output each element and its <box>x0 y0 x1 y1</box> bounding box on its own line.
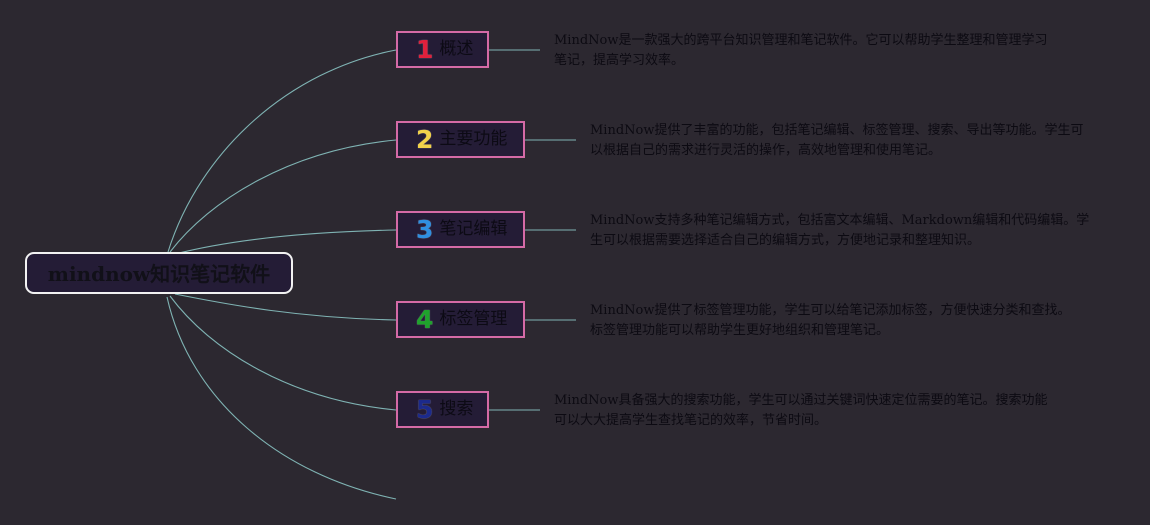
topic-description: MindNow具备强大的搜索功能，学生可以通过关键词快速定位需要的笔记。搜索功能… <box>554 393 1048 428</box>
topic-description: MindNow提供了标签管理功能，学生可以给笔记添加标签，方便快速分类和查找。标… <box>590 303 1071 338</box>
topic-label: 概述 <box>439 39 474 59</box>
number-4-icon: 4 <box>416 305 434 334</box>
number-1-icon: 1 <box>416 35 434 64</box>
topic-node-search[interactable]: 5 搜索 <box>396 391 489 428</box>
topic-description: MindNow支持多种笔记编辑方式，包括富文本编辑、Markdown编辑和代码编… <box>590 213 1090 248</box>
topic-node-main-features[interactable]: 2 主要功能 <box>396 121 525 158</box>
topic-label: 搜索 <box>439 399 474 419</box>
number-2-icon: 2 <box>416 125 434 154</box>
topic-label: 笔记编辑 <box>439 219 508 239</box>
branch-connector-5 <box>169 295 397 411</box>
branch-connector-2 <box>169 139 397 253</box>
topic-description: MindNow是一款强大的跨平台知识管理和笔记软件。它可以帮助学生整理和管理学习… <box>554 33 1048 68</box>
number-3-icon: 3 <box>416 215 434 244</box>
branch-connector-1 <box>167 49 397 253</box>
branch-connector-6 <box>166 296 397 500</box>
topic-node-overview[interactable]: 1 概述 <box>396 31 489 68</box>
topic-label: 主要功能 <box>439 129 508 149</box>
branch-connector-3 <box>174 229 397 255</box>
root-node[interactable]: mindnow知识笔记软件 <box>25 252 293 294</box>
branch-connector-4 <box>174 293 397 321</box>
topic-node-tag-management[interactable]: 4 标签管理 <box>396 301 525 338</box>
topic-label: 标签管理 <box>439 309 508 329</box>
topic-description: MindNow提供了丰富的功能，包括笔记编辑、标签管理、搜索、导出等功能。学生可… <box>590 123 1084 158</box>
topic-node-note-editing[interactable]: 3 笔记编辑 <box>396 211 525 248</box>
number-5-icon: 5 <box>416 395 434 424</box>
